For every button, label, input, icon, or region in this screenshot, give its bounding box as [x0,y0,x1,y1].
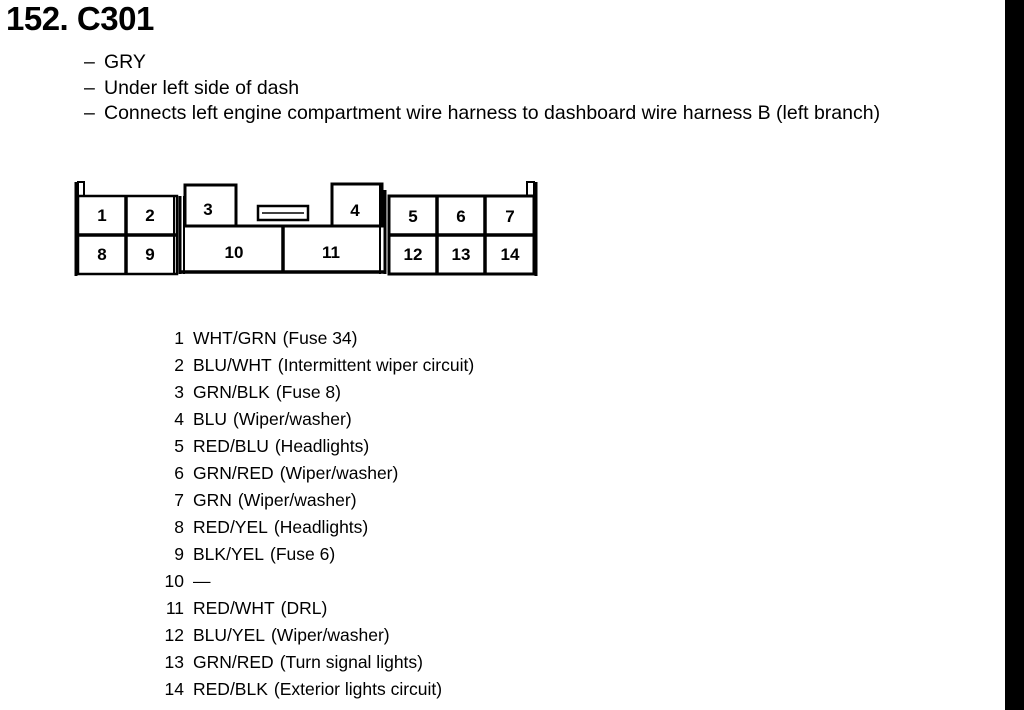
pin-row-6: 6 GRN/RED(Wiper/washer) [160,460,474,487]
pin-circuit: (Headlights) [273,517,369,537]
note-item: –Under left side of dash [84,76,880,102]
pin-row-8: 8 RED/YEL(Headlights) [160,514,474,541]
pin-row-9: 9 BLK/YEL(Fuse 6) [160,541,474,568]
cell-label-12: 12 [404,245,423,264]
pin-number: 4 [174,409,184,429]
right-edge-bar [1005,0,1024,710]
pin-number: 8 [174,517,184,537]
pin-circuit: (Headlights) [274,436,370,456]
wire-color: WHT/GRN [193,328,277,348]
pin-circuit: (DRL) [280,598,328,618]
pin-assignment-list: 1 WHT/GRN(Fuse 34) 2 BLU/WHT(Intermittent w… [160,325,475,703]
wire-color: GRN [193,490,232,510]
connector-right-block [383,181,538,276]
connector-notes: –GRY –Under left side of dash –Connects … [84,50,880,127]
wire-color: BLK/YEL [193,544,265,564]
wire-color: BLU/WHT [193,355,272,375]
note-connects: Connects left engine compartment wire ha… [104,102,881,124]
cell-label-8: 8 [97,245,106,264]
wire-color: RED/BLU [193,436,269,456]
pin-row-2: 2 BLU/WHT(Intermittent wiper circuit) [160,352,474,379]
wire-color: GRN/RED [193,652,274,672]
cell-label-1: 1 [97,206,106,225]
pin-row-5: 5 RED/BLU(Headlights) [160,433,474,460]
wire-color: GRN/BLK [193,382,270,402]
pin-circuit: (Wiper/washer) [279,463,399,483]
cell-label-11: 11 [322,243,340,262]
pin-circuit: (Fuse 34) [282,328,358,348]
wire-color: RED/YEL [193,517,268,537]
wire-color: BLU [193,409,228,429]
pin-number: 2 [174,355,184,375]
note-item: –GRY [84,50,880,76]
pin-number: 6 [174,463,184,483]
pin-row-3: 3 GRN/BLK(Fuse 8) [160,379,474,406]
wire-color: BLU/YEL [193,625,265,645]
pin-number: 12 [164,625,184,645]
pin-number: 14 [164,679,184,699]
page-title: 152. C301 [6,0,154,38]
pin-row-1: 1 WHT/GRN(Fuse 34) [160,325,474,352]
wire-color: RED/WHT [193,598,275,618]
pin-row-11: 11 RED/WHT(DRL) [160,595,474,622]
cell-label-10: 10 [225,243,244,262]
connector-id: C301 [76,0,154,37]
pin-number: 10 [164,571,184,591]
cell-label-5: 5 [408,207,417,226]
note-dash: – [84,102,95,124]
wire-color: GRN/RED [193,463,274,483]
pin-circuit: (Fuse 6) [270,544,336,564]
wire-color: — [193,571,211,591]
pin-number: 3 [174,382,184,402]
pin-circuit: (Wiper/washer) [233,409,352,429]
note-dash: – [84,51,95,73]
wire-color: RED/BLK [193,679,268,699]
cell-label-14: 14 [501,245,520,264]
pin-row-14: 14 RED/BLK(Exterior lights circuit) [160,676,474,703]
pin-circuit: (Turn signal lights) [279,652,423,672]
connector-left-block [74,181,179,276]
pin-row-10: 10 — [160,568,474,595]
pin-number: 13 [164,652,184,672]
pin-number: 11 [165,598,184,618]
note-color: GRY [104,51,146,73]
note-location: Under left side of dash [104,76,300,99]
pin-row-13: 13 GRN/RED(Turn signal lights) [160,649,474,676]
note-dash: – [84,76,95,99]
pin-row-4: 4 BLU(Wiper/washer) [160,406,474,433]
pin-number: 9 [174,544,184,564]
pin-number: 7 [174,490,184,510]
cell-label-3: 3 [203,200,212,219]
cell-label-6: 6 [456,207,465,226]
section-number: 152. [6,0,69,37]
pin-number: 5 [174,436,184,456]
pin-circuit: (Wiper/washer) [237,490,357,510]
cell-label-9: 9 [145,245,154,264]
pin-row-12: 12 BLU/YEL(Wiper/washer) [160,622,474,649]
cell-label-4: 4 [350,201,360,220]
pin-circuit: (Wiper/washer) [270,625,390,645]
pin-row-7: 7 GRN(Wiper/washer) [160,487,474,514]
cell-label-7: 7 [505,207,514,226]
note-item: –Connects left engine compartment wire h… [84,101,880,127]
cell-label-13: 13 [452,245,471,264]
cell-label-2: 2 [145,206,154,225]
pin-circuit: (Intermittent wiper circuit) [277,355,475,375]
pin-circuit: (Exterior lights circuit) [273,679,443,699]
pin-circuit: (Fuse 8) [275,382,341,402]
pin-number: 1 [174,328,184,348]
connector-middle-block [178,182,384,274]
